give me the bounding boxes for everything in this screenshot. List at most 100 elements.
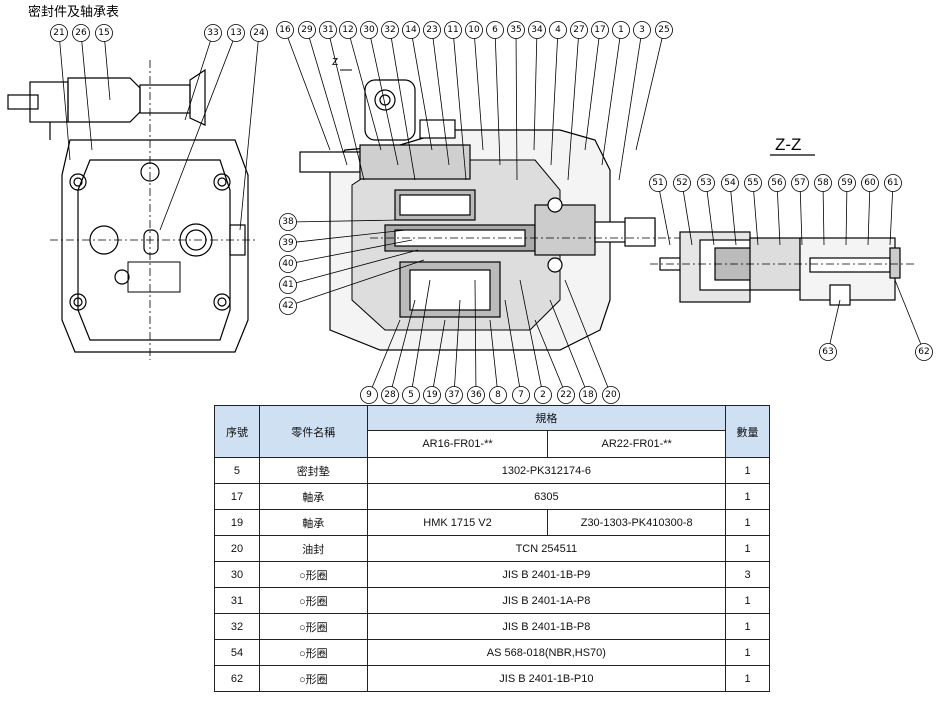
- callout-bubble: [360, 386, 378, 404]
- callout-bubble: [298, 21, 316, 39]
- callout-bubble: [423, 21, 441, 39]
- callout-leader: [104, 41, 111, 101]
- callout-bubble: [445, 386, 463, 404]
- callout-bubble: [579, 386, 597, 404]
- callout-bubble: [528, 21, 546, 39]
- callout-number: 55: [747, 178, 758, 188]
- callout-number: 21: [53, 28, 64, 38]
- front-view: [7, 60, 255, 360]
- callout-number: 1: [618, 25, 624, 35]
- parts-table: 序號 零件名稱 規格 數量 AR16-FR01-** AR22-FR01-** …: [214, 405, 770, 692]
- callout-leader: [474, 279, 477, 387]
- callout-number: 30: [363, 25, 375, 35]
- callout-number: 13: [230, 28, 241, 38]
- callout-number: 26: [75, 28, 87, 38]
- callout-bubble: [549, 21, 567, 39]
- callout-bubble: [402, 386, 420, 404]
- callout-number: 33: [207, 28, 218, 38]
- callout-leader: [329, 38, 365, 181]
- table-row: 31 ○形圈 JIS B 2401-1A-P8 1: [214, 587, 770, 614]
- callout-bubble: [72, 24, 90, 42]
- callout-bubble: [276, 21, 294, 39]
- callout-leader: [391, 299, 416, 387]
- callout-leader: [533, 38, 538, 151]
- header-part-name: 零件名稱: [258, 405, 368, 458]
- callout-bubble: [279, 234, 297, 252]
- callout-number: 52: [676, 178, 687, 188]
- callout-leader: [867, 191, 871, 246]
- callout-leader: [799, 191, 803, 246]
- callout-number: 4: [555, 25, 561, 35]
- header-spec-b: AR22-FR01-**: [547, 430, 727, 458]
- callout-bubble: [279, 255, 297, 273]
- callout-number: 56: [771, 178, 783, 188]
- callout-bubble: [602, 386, 620, 404]
- callout-leader: [822, 191, 825, 246]
- callout-number: 19: [426, 390, 438, 400]
- callout-number: 40: [282, 259, 294, 269]
- callout-leader: [550, 38, 558, 166]
- callout-number: 5: [408, 390, 414, 400]
- callout-number: 61: [887, 178, 898, 188]
- callout-number: 38: [282, 217, 294, 227]
- callout-number: 59: [841, 178, 853, 188]
- table-row: 62 ○形圈 JIS B 2401-1B-P10 1: [214, 665, 770, 692]
- callout-number: 18: [582, 390, 594, 400]
- callout-leader: [845, 191, 848, 246]
- callout-bubble: [649, 174, 667, 192]
- callout-bubble: [279, 213, 297, 231]
- callout-bubble: [819, 343, 837, 361]
- callout-bubble: [507, 21, 525, 39]
- callout-leader: [296, 249, 419, 284]
- callout-number: 27: [573, 25, 584, 35]
- callout-bubble: [744, 174, 762, 192]
- callout-bubble: [319, 21, 337, 39]
- callout-bubble: [360, 21, 378, 39]
- callout-leader: [730, 191, 737, 246]
- callout-bubble: [250, 24, 268, 42]
- callout-number: 39: [282, 238, 294, 248]
- svg-text:Z: Z: [332, 57, 338, 68]
- callout-bubble: [50, 24, 68, 42]
- callout-number: 32: [384, 25, 395, 35]
- callout-bubble: [339, 21, 357, 39]
- callout-bubble: [489, 386, 507, 404]
- callout-leader: [454, 299, 461, 387]
- callout-leader: [777, 191, 781, 246]
- callout-leader: [295, 259, 425, 304]
- callout-leader: [504, 299, 520, 387]
- callout-bubble: [557, 386, 575, 404]
- callout-bubble: [791, 174, 809, 192]
- callout-bubble: [838, 174, 856, 192]
- callout-number: 3: [639, 25, 645, 35]
- callout-bubble: [915, 343, 933, 361]
- callout-bubble: [655, 21, 673, 39]
- callout-leader: [489, 319, 498, 387]
- callout-leader: [411, 279, 431, 387]
- callout-number: 14: [405, 25, 417, 35]
- callout-leader: [349, 38, 382, 151]
- callout-number: 60: [864, 178, 876, 188]
- header-seq: 序號: [214, 405, 260, 458]
- callout-number: 28: [384, 390, 396, 400]
- callout-number: 11: [447, 25, 458, 35]
- callout-leader: [564, 279, 609, 388]
- callout-number: 8: [495, 390, 501, 400]
- callout-leader: [474, 38, 484, 151]
- callout-leader: [159, 40, 234, 231]
- callout-leader: [287, 37, 331, 151]
- callout-leader: [432, 38, 450, 166]
- callout-number: 6: [492, 25, 498, 35]
- callout-number: 34: [531, 25, 543, 35]
- callout-number: 41: [282, 280, 293, 290]
- callout-number: 51: [652, 178, 663, 188]
- callout-number: 15: [98, 28, 109, 38]
- callout-bubble: [467, 386, 485, 404]
- callout-leader: [618, 38, 642, 181]
- table-row: 17 軸承 6305 1: [214, 483, 770, 510]
- callout-bubble: [861, 174, 879, 192]
- callout-bubble: [591, 21, 609, 39]
- callout-number: 24: [253, 28, 265, 38]
- callout-bubble: [612, 21, 630, 39]
